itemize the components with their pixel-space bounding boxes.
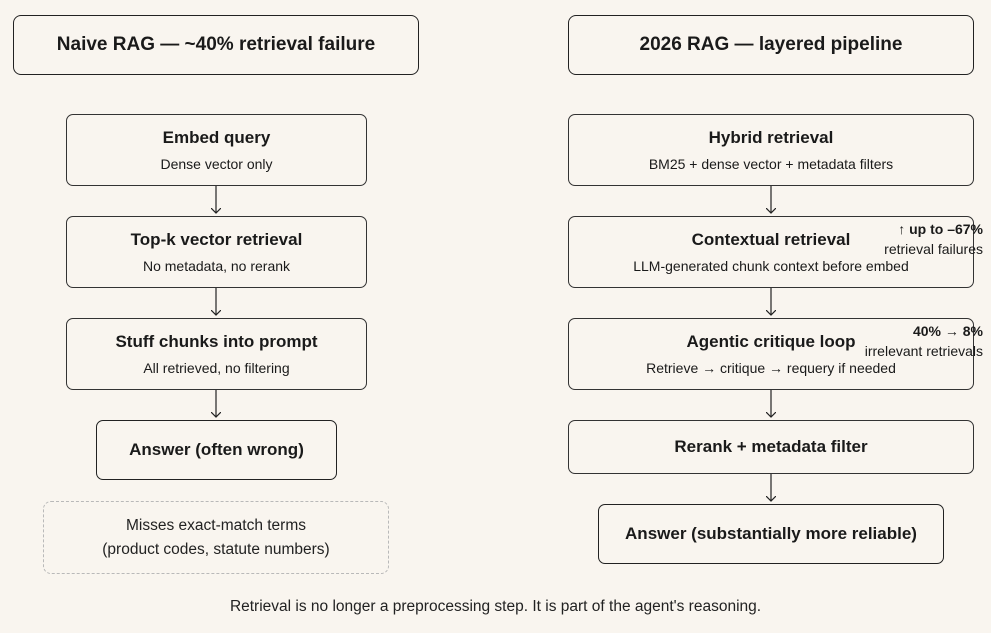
step-subtitle: Retrieve → critique → requery if needed bbox=[646, 360, 896, 376]
annotation-contextual: ↑ up to –67% retrieval failures bbox=[884, 219, 983, 259]
annotation-metric: ↑ up to –67% bbox=[898, 221, 983, 237]
left-header-title: Naive RAG — ~40% retrieval failure bbox=[56, 34, 376, 55]
left-answer: Answer (often wrong) bbox=[96, 420, 337, 480]
left-header: Naive RAG — ~40% retrieval failure bbox=[13, 15, 419, 75]
annotation-caption: irrelevant retrievals bbox=[864, 343, 983, 359]
step-title: Contextual retrieval bbox=[691, 230, 851, 249]
right-answer: Answer (substantially more reliable) bbox=[598, 504, 944, 564]
left-step-stuff-chunks: Stuff chunks into prompt All retrieved, … bbox=[66, 318, 367, 390]
right-step-agentic-critique: Agentic critique loop Retrieve → critiqu… bbox=[568, 318, 974, 390]
left-note: Misses exact-match terms (product codes,… bbox=[43, 501, 389, 574]
step-title: Top-k vector retrieval bbox=[130, 230, 303, 249]
step-subtitle: BM25 + dense vector + metadata filters bbox=[648, 156, 894, 172]
right-header-title: 2026 RAG — layered pipeline bbox=[639, 34, 903, 55]
right-step-hybrid-retrieval: Hybrid retrieval BM25 + dense vector + m… bbox=[568, 114, 974, 186]
annotation-caption: retrieval failures bbox=[884, 241, 983, 257]
step-title: Hybrid retrieval bbox=[708, 128, 834, 147]
left-step-embed-query: Embed query Dense vector only bbox=[66, 114, 367, 186]
step-subtitle: LLM-generated chunk context before embed bbox=[633, 258, 909, 274]
step-subtitle: All retrieved, no filtering bbox=[143, 360, 290, 376]
step-title: Agentic critique loop bbox=[686, 332, 856, 351]
note-line-2: (product codes, statute numbers) bbox=[102, 540, 330, 558]
step-title: Rerank + metadata filter bbox=[674, 437, 868, 456]
left-step-topk-retrieval: Top-k vector retrieval No metadata, no r… bbox=[66, 216, 367, 288]
step-title: Stuff chunks into prompt bbox=[115, 332, 318, 351]
right-step-contextual-retrieval: Contextual retrieval LLM-generated chunk… bbox=[568, 216, 974, 288]
step-title: Embed query bbox=[162, 128, 271, 147]
step-subtitle: No metadata, no rerank bbox=[142, 258, 291, 274]
answer-label: Answer (often wrong) bbox=[129, 440, 304, 459]
footer-caption: Retrieval is no longer a preprocessing s… bbox=[229, 598, 762, 615]
right-step-rerank: Rerank + metadata filter bbox=[568, 420, 974, 474]
right-header: 2026 RAG — layered pipeline bbox=[568, 15, 974, 75]
annotation-metric: 40% → 8% bbox=[912, 323, 983, 339]
annotation-agentic: 40% → 8% irrelevant retrievals bbox=[865, 321, 983, 361]
answer-label: Answer (substantially more reliable) bbox=[625, 524, 917, 543]
note-line-1: Misses exact-match terms bbox=[125, 516, 306, 534]
step-subtitle: Dense vector only bbox=[160, 156, 273, 172]
